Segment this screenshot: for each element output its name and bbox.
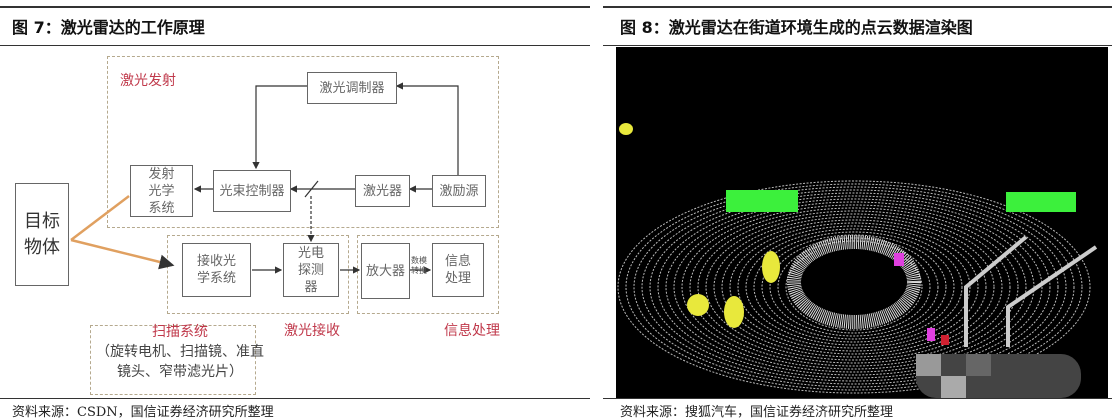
receive-optics-box: 接收光学系统 bbox=[182, 243, 251, 297]
object-detection bbox=[941, 335, 949, 345]
photodetector-box: 光电探测器 bbox=[283, 243, 339, 297]
scan-ring bbox=[625, 183, 1083, 391]
title-rule bbox=[0, 45, 590, 46]
scan-ring bbox=[753, 231, 955, 343]
figure7-bottom-rule bbox=[0, 398, 590, 399]
scan-ring bbox=[617, 180, 1091, 394]
scan-ring bbox=[721, 219, 987, 355]
scan-ring bbox=[737, 225, 971, 349]
scan-ring bbox=[633, 186, 1075, 388]
figure7-title: 图 7：激光雷达的工作原理 bbox=[12, 18, 205, 37]
title-rule-right bbox=[603, 45, 1112, 46]
beam-controller-box: 光束控制器 bbox=[213, 170, 291, 212]
scan-ring bbox=[665, 198, 1043, 376]
top-rule bbox=[0, 6, 590, 8]
laser-modulator-box: 激光调制器 bbox=[307, 72, 397, 104]
scan-ring bbox=[697, 210, 1011, 364]
cyclist-detection bbox=[894, 253, 904, 266]
scan-ring bbox=[681, 204, 1027, 370]
scan-group bbox=[90, 325, 256, 395]
receive-group-label: 激光接收 bbox=[284, 323, 340, 339]
scan-ring bbox=[657, 195, 1051, 379]
pedestrian-detection bbox=[762, 251, 780, 283]
scan-ring bbox=[729, 222, 979, 352]
cyclist-detection bbox=[927, 328, 935, 341]
scan-ring bbox=[641, 189, 1067, 385]
diagram-connectors bbox=[70, 82, 459, 274]
pedestrian-detection bbox=[724, 296, 744, 328]
point-cloud-render bbox=[617, 123, 1098, 398]
scan-ring bbox=[649, 192, 1059, 382]
car-detection bbox=[1006, 192, 1076, 212]
emit-optics-box: 发射光学系统 bbox=[130, 165, 193, 217]
scan-system: 扫描系统 （旋转电机、扫描镜、准直镜头、窄带滤光片） bbox=[96, 322, 264, 382]
car-detection bbox=[726, 190, 798, 212]
emit-group bbox=[107, 56, 499, 228]
target-object-box: 目标物体 bbox=[15, 183, 69, 286]
figure7-source: 资料来源：CSDN，国信证券经济研究所整理 bbox=[12, 405, 274, 419]
point-cloud-image bbox=[616, 47, 1108, 398]
scan-ring bbox=[777, 240, 931, 334]
scan-system-detail: （旋转电机、扫描镜、准直镜头、窄带滤光片） bbox=[96, 344, 264, 380]
figure8-title: 图 8：激光雷达在街道环境生成的点云数据渲染图 bbox=[620, 18, 973, 37]
top-rule-right bbox=[603, 6, 1112, 8]
emit-group-label: 激光发射 bbox=[120, 73, 176, 89]
process-group bbox=[357, 235, 499, 314]
scan-ring bbox=[689, 207, 1019, 367]
scan-ring bbox=[769, 237, 939, 337]
dac-label: 数模转换 bbox=[411, 256, 427, 275]
scan-system-title: 扫描系统 bbox=[152, 324, 208, 340]
info-processing-box: 信息处理 bbox=[432, 243, 484, 297]
pedestrian-detection bbox=[687, 294, 709, 316]
amplifier-box: 放大器 bbox=[361, 243, 410, 299]
laser-box: 激光器 bbox=[355, 175, 410, 207]
pump-source-box: 激励源 bbox=[432, 175, 486, 207]
pedestrian-detection bbox=[619, 123, 633, 135]
receive-group bbox=[167, 235, 349, 314]
process-group-label: 信息处理 bbox=[444, 323, 500, 339]
scan-ring bbox=[761, 234, 947, 340]
figure8-source: 资料来源：搜狐汽车，国信证券经济研究所整理 bbox=[620, 405, 894, 419]
figure8-bottom-rule bbox=[603, 398, 1112, 399]
pixelated-watermark bbox=[916, 354, 1081, 398]
scan-ring bbox=[713, 216, 995, 358]
scan-ring bbox=[705, 213, 1003, 361]
scan-ring bbox=[745, 228, 963, 346]
